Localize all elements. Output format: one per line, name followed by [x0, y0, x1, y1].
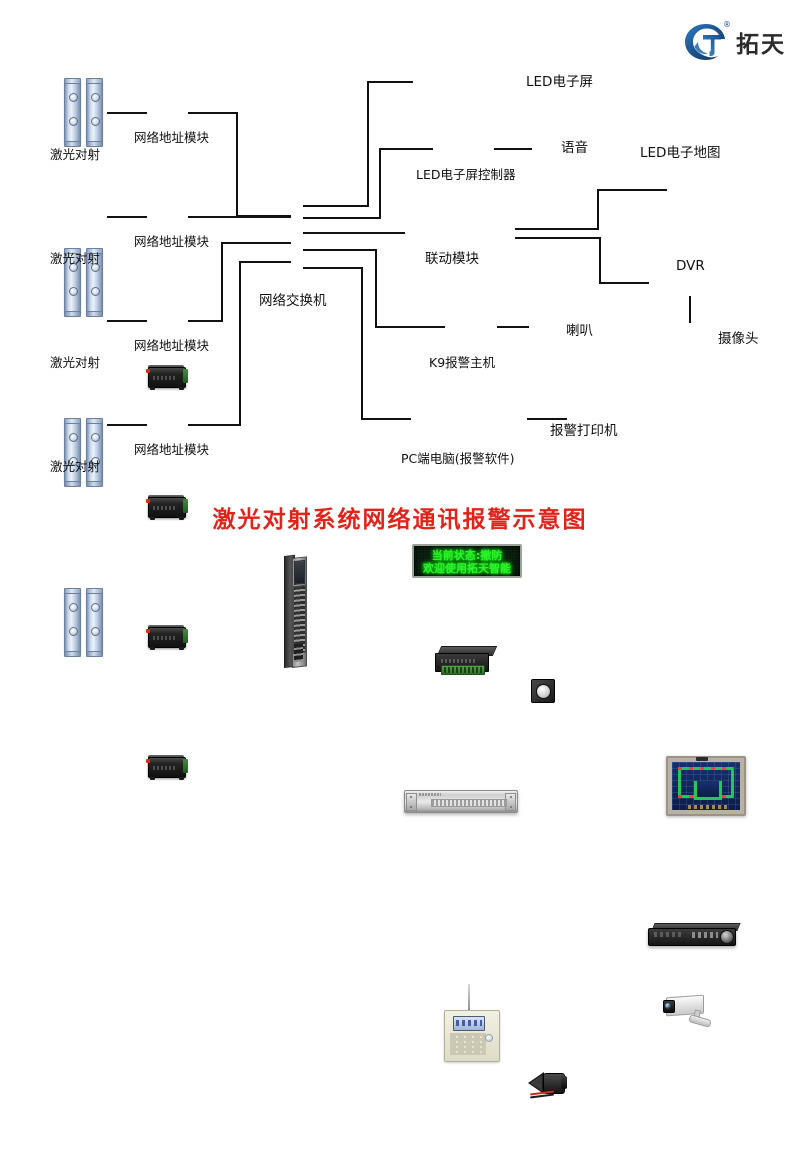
laser-detector-1[interactable]: [62, 78, 108, 147]
security-camera-label: 摄像头: [718, 331, 759, 347]
laser-detector-4-label: 激光对射: [50, 459, 101, 474]
page-title: 激光对射系统网络通讯报警示意图: [212, 507, 588, 533]
k9-alarm-host[interactable]: [444, 984, 500, 1062]
connection-wires: [107, 81, 691, 426]
voice-speaker-icon: [536, 684, 551, 699]
voice-module[interactable]: [531, 679, 555, 703]
led-map-label: LED电子地图: [640, 145, 721, 161]
logo-brand-text: 拓天: [736, 32, 786, 58]
linkage-module-indicator-strip: [431, 799, 507, 807]
dvr-recorder[interactable]: [648, 923, 741, 947]
module-terminal-block: [183, 499, 188, 513]
laser-post-left: [64, 588, 81, 657]
network-address-module-1[interactable]: [145, 364, 189, 390]
linkage-module-label: 联动模块: [425, 251, 479, 267]
module-power-led-icon: [146, 499, 150, 503]
registered-mark: ®: [723, 20, 731, 29]
laser-post-right: [86, 248, 103, 317]
laser-detector-3-label: 激光对射: [50, 355, 101, 370]
network-address-module-4-label: 网络地址模块: [134, 442, 210, 457]
dvr-buttons: [692, 932, 718, 938]
module-terminal-block: [183, 629, 188, 643]
laser-post-left: [64, 248, 81, 317]
network-address-module-1-label: 网络地址模块: [134, 130, 210, 145]
module-terminal-block: [183, 759, 188, 773]
laser-post-right: [86, 78, 103, 147]
laser-post-right: [86, 418, 103, 487]
logo-emblem-icon: ®: [683, 20, 731, 62]
horn-speaker-label: 喇叭: [566, 323, 593, 339]
led-display-screen-label: LED电子屏: [526, 74, 593, 90]
security-camera[interactable]: [662, 993, 714, 1028]
pc-workstation-label: PC端电脑(报警软件): [401, 451, 515, 466]
laser-detector-4[interactable]: [62, 588, 108, 657]
network-address-module-3-label: 网络地址模块: [134, 338, 210, 353]
k9-lcd-display: [453, 1016, 485, 1031]
led-screen-line-1: 当前状态:撤防: [431, 549, 503, 562]
led-screen-controller-label: LED电子屏控制器: [416, 167, 516, 182]
k9-alarm-host-label: K9报警主机: [429, 355, 496, 370]
horn-speaker[interactable]: [528, 1070, 572, 1098]
camera-lens-icon: [665, 1003, 671, 1009]
dvr-jog-dial-icon: [720, 930, 734, 944]
alarm-printer-label: 报警打印机: [550, 423, 618, 439]
k9-keypad[interactable]: [450, 1033, 486, 1055]
linkage-module[interactable]: [404, 790, 518, 813]
horn-wires: [530, 1091, 556, 1098]
laser-post-left: [64, 78, 81, 147]
laser-post-left: [64, 418, 81, 487]
module-power-led-icon: [146, 759, 150, 763]
antenna-icon: [468, 984, 470, 1011]
switch-sfp-ports: [294, 643, 303, 662]
laser-detector-2-label: 激光对射: [50, 251, 101, 266]
network-switch[interactable]: [284, 554, 308, 668]
network-address-module-2[interactable]: [145, 494, 189, 520]
module-power-led-icon: [146, 369, 150, 373]
network-address-module-2-label: 网络地址模块: [134, 234, 210, 249]
laser-detector-1-label: 激光对射: [50, 147, 101, 162]
module-power-led-icon: [146, 629, 150, 633]
k9-indicator-icon: [485, 1034, 493, 1042]
switch-display: [294, 559, 305, 585]
laser-post-right: [86, 588, 103, 657]
diagram-canvas: ® 拓天 激光对射 激光对射 激光对射 激光对射 网络地址模块 网络地址模块: [0, 0, 800, 579]
network-address-module-4[interactable]: [145, 754, 189, 780]
company-logo: ® 拓天: [683, 20, 786, 62]
led-electronic-map[interactable]: [666, 756, 746, 816]
module-terminal-block: [183, 369, 188, 383]
laser-detector-3[interactable]: [62, 418, 108, 487]
network-address-module-3[interactable]: [145, 624, 189, 650]
network-switch-label: 网络交换机: [259, 293, 327, 309]
led-display-screen[interactable]: 当前状态:撤防 欢迎使用拓天智能: [412, 544, 522, 578]
led-screen-controller[interactable]: [433, 646, 498, 676]
led-screen-line-2: 欢迎使用拓天智能: [423, 562, 511, 575]
voice-module-label: 语音: [561, 140, 588, 156]
dvr-label: DVR: [676, 258, 705, 274]
controller-terminal-block: [441, 665, 485, 675]
laser-detector-2[interactable]: [62, 248, 108, 317]
